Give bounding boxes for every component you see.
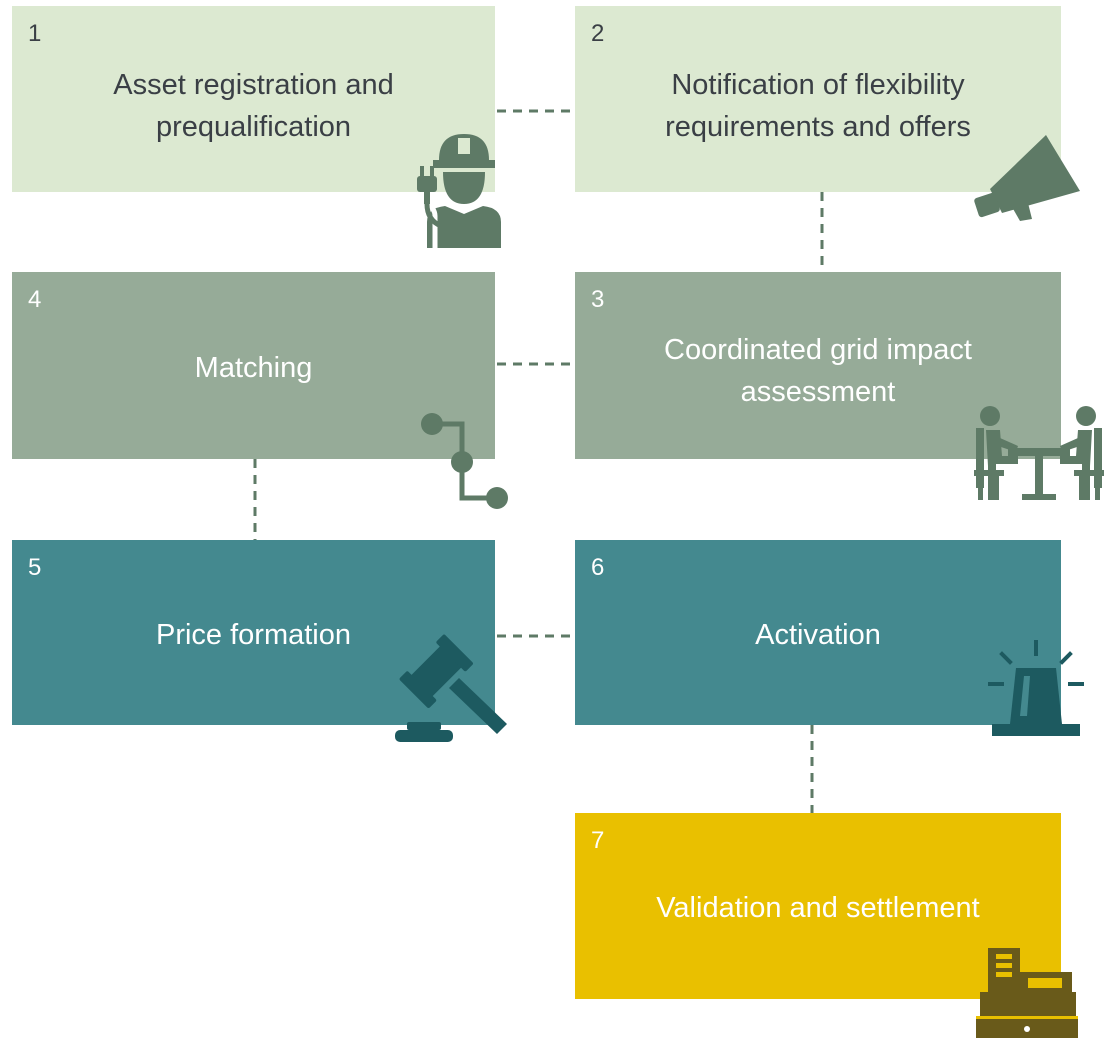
step-7-box: 7 Validation and settlement — [575, 813, 1061, 999]
step-5-title: Price formation — [155, 619, 351, 651]
step-1-title: Asset registration and prequalification — [113, 69, 394, 143]
step-6-number: 6 — [591, 554, 605, 581]
step-7-title: Validation and settlement — [656, 892, 980, 924]
step-5-box: 5 Price formation — [12, 540, 495, 725]
step-5-number: 5 — [28, 554, 42, 581]
step-1-number: 1 — [28, 20, 42, 47]
step-6-title: Activation — [755, 619, 881, 651]
step-3-number: 3 — [591, 286, 605, 313]
cash-register-icon — [974, 946, 1080, 1040]
step-3-title: Coordinated grid impact assessment — [664, 334, 972, 408]
step-2-title: Notification of flexibility requirements… — [665, 69, 971, 143]
step-6-box: 6 Activation — [575, 540, 1061, 725]
gavel-icon — [393, 632, 511, 746]
worker-with-plug-icon — [415, 130, 513, 248]
step-7-number: 7 — [591, 827, 605, 854]
step-3-box: 3 Coordinated grid impact assessment — [575, 272, 1061, 459]
megaphone-icon — [972, 133, 1082, 223]
step-2-box: 2 Notification of flexibility requiremen… — [575, 6, 1061, 192]
step-2-number: 2 — [591, 20, 605, 47]
step-4-title: Matching — [194, 352, 313, 384]
meeting-table-icon — [972, 404, 1106, 502]
step-1-box: 1 Asset registration and prequalificatio… — [12, 6, 495, 192]
node-connection-icon — [418, 410, 510, 512]
step-4-number: 4 — [28, 286, 42, 313]
step-4-box: 4 Matching — [12, 272, 495, 459]
alarm-beacon-icon — [988, 640, 1084, 738]
